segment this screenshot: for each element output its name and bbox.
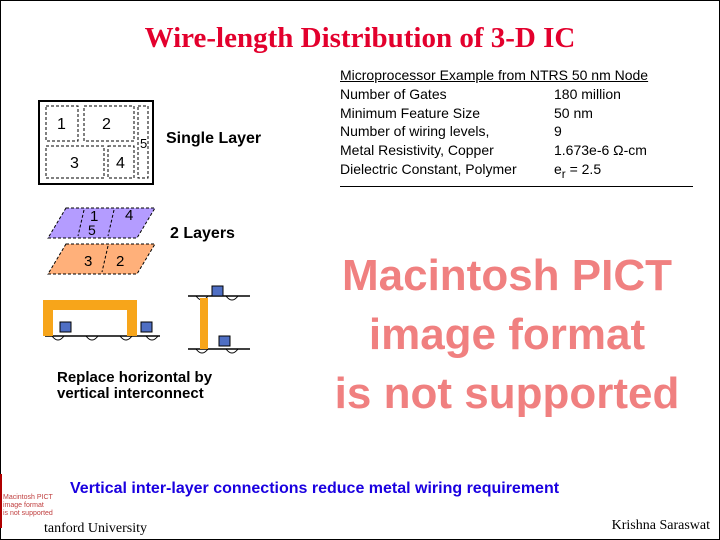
cell-block [211, 285, 224, 297]
spec-row: Number of wiring levels, 9 [340, 122, 693, 141]
wire-leg [127, 300, 137, 336]
single-layer-chip [38, 100, 154, 185]
block-outline [137, 105, 149, 179]
block-label: 5 [88, 222, 96, 238]
spec-value: 50 nm [554, 104, 593, 121]
placeholder-line: is not supported [334, 369, 680, 418]
block-outline [107, 145, 135, 179]
spec-value: 9 [554, 123, 562, 140]
spec-value: er = 2.5 [554, 160, 601, 185]
block-label: 3 [70, 155, 79, 172]
interconnect-caption: Replace horizontal by vertical interconn… [57, 370, 212, 402]
spec-label: Minimum Feature Size [340, 104, 481, 121]
spec-row: Minimum Feature Size 50 nm [340, 104, 693, 123]
cell-block [218, 335, 231, 347]
cell-block [59, 321, 72, 333]
spec-value: 1.673e-6 Ω-cm [554, 142, 647, 159]
caption-line: vertical interconnect [57, 385, 204, 402]
spec-label: Number of wiring levels, [340, 123, 490, 140]
block-label: 4 [116, 155, 125, 172]
bottom-layer [47, 243, 156, 275]
block-label: 2 [116, 253, 125, 270]
block-label: 5 [140, 136, 148, 151]
spec-value: 180 million [554, 85, 621, 102]
vertical-wire [200, 298, 208, 349]
unsupported-image-placeholder: Macintosh PICT image format is not suppo… [312, 246, 702, 423]
spec-label: Metal Resistivity, Copper [340, 142, 494, 159]
block-label: 3 [84, 253, 93, 270]
block-label: 4 [125, 207, 134, 224]
placeholder-line: image format [368, 310, 646, 359]
footer-university: tanford University [44, 521, 148, 536]
device-arc [195, 348, 239, 354]
divider-line [107, 209, 115, 237]
spec-row: Metal Resistivity, Copper 1.673e-6 Ω-cm [340, 141, 693, 160]
caption-line: Replace horizontal by [57, 369, 213, 386]
university-logo [0, 474, 48, 528]
spec-value-symbol: e [554, 160, 562, 177]
block-label: 2 [102, 116, 111, 133]
spec-value-subscript: r [561, 167, 566, 181]
top-layer [47, 207, 156, 239]
spec-value-rest: = 2.5 [565, 160, 602, 177]
placeholder-line: Macintosh PICT [341, 251, 673, 300]
block-outline [83, 105, 135, 142]
logo-placeholder-text: Macintosh PICT image format is not suppo… [3, 494, 53, 517]
block-label: 1 [90, 208, 99, 225]
two-layers-label: 2 Layers [170, 225, 235, 242]
block-label: 1 [57, 116, 66, 133]
divider-line [77, 209, 85, 237]
divider-line [101, 245, 109, 273]
spec-row: Dielectric Constant, Polymer er = 2.5 [340, 160, 693, 187]
wire-leg [43, 300, 53, 336]
spec-table: Microprocessor Example from NTRS 50 nm N… [340, 66, 693, 187]
single-layer-label: Single Layer [166, 130, 262, 147]
conclusion-text: Vertical inter-layer connections reduce … [70, 480, 560, 497]
spec-row: Number of Gates 180 million [340, 85, 693, 104]
slide-title: Wire-length Distribution of 3-D IC [144, 22, 576, 54]
device-arc [51, 335, 159, 341]
spec-header: Microprocessor Example from NTRS 50 nm N… [340, 67, 649, 83]
block-outline [45, 105, 79, 142]
footer-author: Krishna Saraswat [611, 518, 710, 533]
cell-block [140, 321, 153, 333]
horizontal-wire [43, 300, 137, 310]
spec-label: Dielectric Constant, Polymer [340, 160, 517, 177]
spec-label: Number of Gates [340, 85, 447, 102]
